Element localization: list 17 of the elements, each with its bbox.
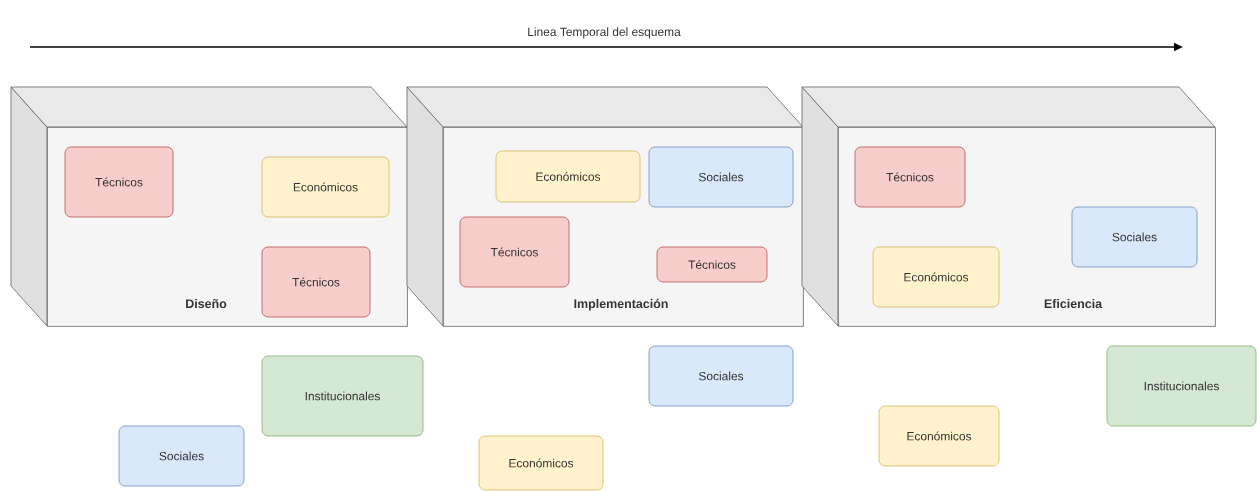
category-box: Técnicos	[64, 146, 174, 218]
category-box: Económicos	[478, 435, 604, 491]
category-box: Económicos	[878, 405, 1000, 467]
category-box: Económicos	[872, 246, 1000, 308]
timeline-label: Linea Temporal del esquema	[528, 27, 681, 39]
category-box: Técnicos	[854, 146, 966, 208]
category-box: Sociales	[118, 425, 245, 487]
category-box: Sociales	[1071, 206, 1198, 268]
category-box: Sociales	[648, 345, 794, 407]
category-box: Sociales	[648, 146, 794, 208]
category-box: Técnicos	[261, 246, 371, 318]
category-box: Institucionales	[261, 355, 424, 437]
category-box: Económicos	[495, 150, 641, 203]
category-box: Técnicos	[656, 246, 768, 283]
category-box: Institucionales	[1106, 345, 1257, 427]
category-box: Técnicos	[459, 216, 570, 288]
category-box: Económicos	[261, 156, 390, 218]
